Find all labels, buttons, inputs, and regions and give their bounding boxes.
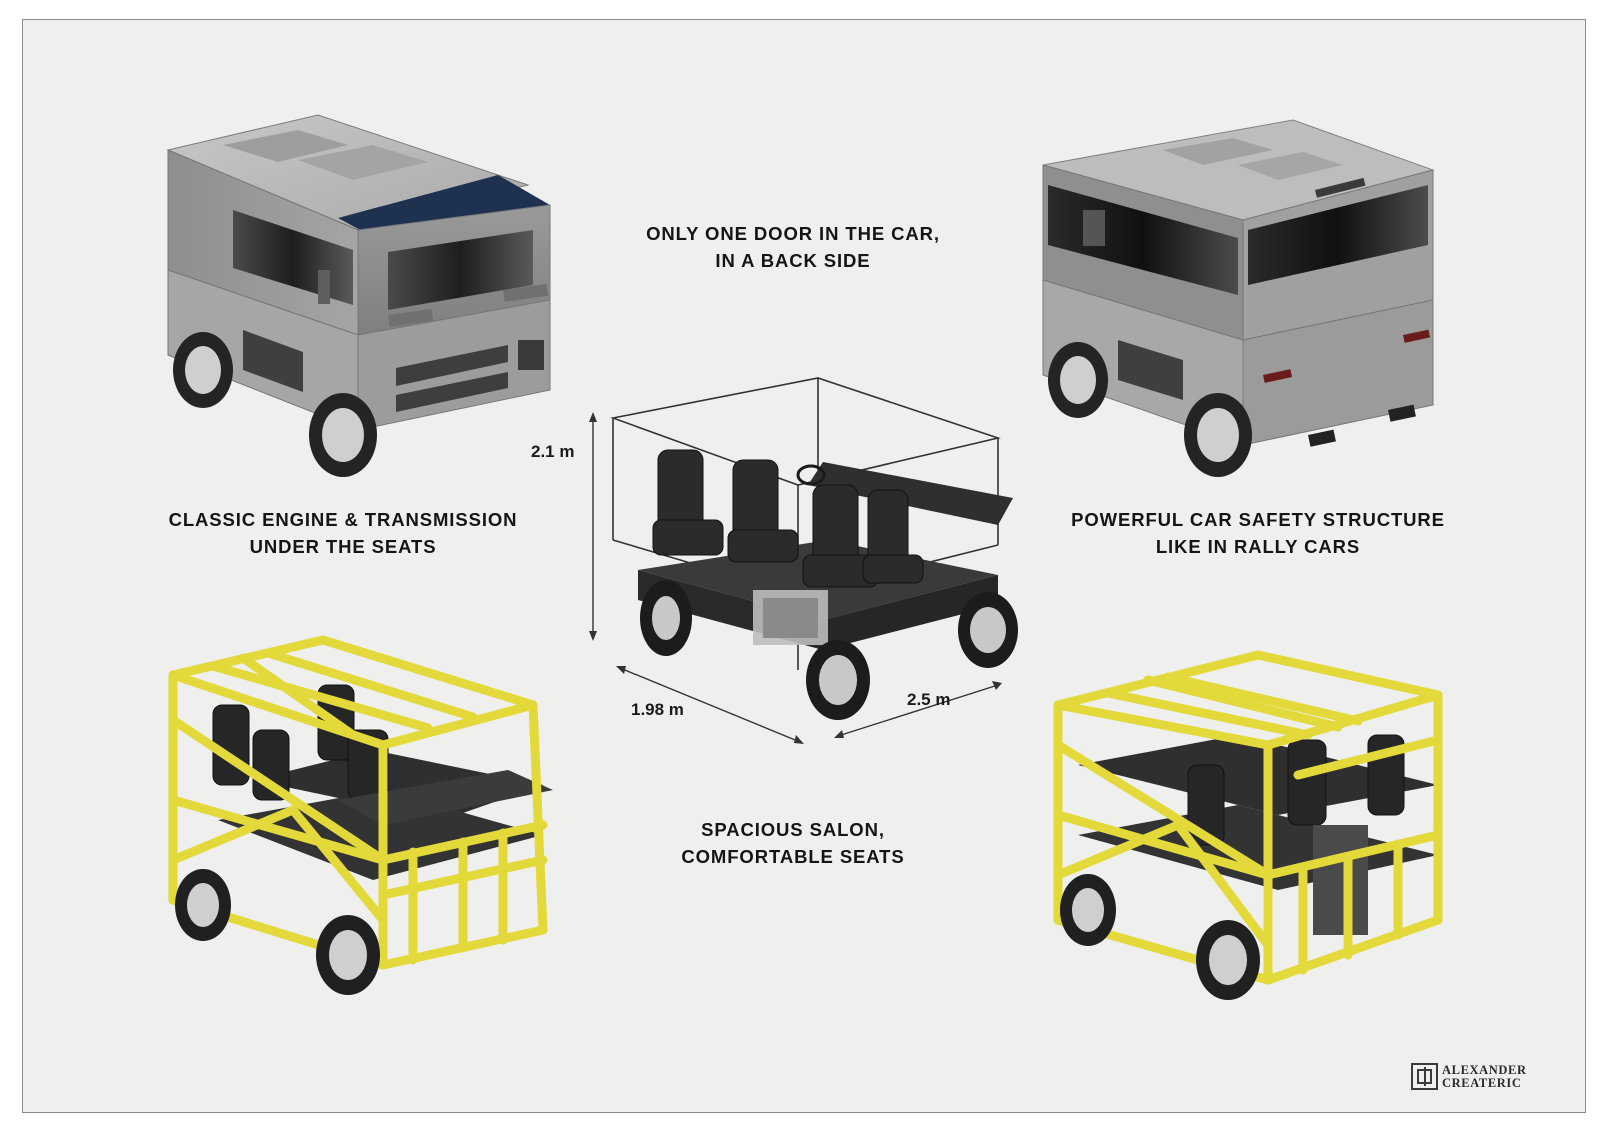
brand-monogram-icon [1411,1063,1438,1090]
vehicle-rear-exterior-render [1042,119,1435,477]
caption-door: ONLY ONE DOOR IN THE CAR, IN A BACK SIDE [583,220,1003,274]
brand-name-line-1: ALEXANDER [1442,1062,1527,1077]
brand-name: ALEXANDER CREATERIC [1442,1062,1527,1090]
sheet: ONLY ONE DOOR IN THE CAR, IN A BACK SIDE… [22,19,1586,1113]
caption-door-line-2: IN A BACK SIDE [715,250,871,271]
caption-engine: CLASSIC ENGINE & TRANSMISSION UNDER THE … [143,506,543,560]
caption-safety-line-1: POWERFUL CAR SAFETY STRUCTURE [1071,509,1445,530]
caption-safety: POWERFUL CAR SAFETY STRUCTURE LIKE IN RA… [1053,506,1463,560]
brand-name-line-2: CREATERIC [1442,1075,1522,1090]
brand-logo: ALEXANDER CREATERIC [1411,1063,1527,1090]
safety-frame-rear-render [1053,650,1443,1000]
caption-engine-line-2: UNDER THE SEATS [249,536,437,557]
vehicle-front-exterior-render [166,114,551,477]
dimension-height-label: 2.1 m [531,442,575,461]
caption-safety-line-2: LIKE IN RALLY CARS [1155,536,1361,557]
caption-salon: SPACIOUS SALON, COMFORTABLE SEATS [623,816,963,870]
caption-salon-line-1: SPACIOUS SALON, [701,819,885,840]
caption-door-line-1: ONLY ONE DOOR IN THE CAR, [646,223,940,244]
dimension-width-label: 1.98 m [631,700,684,719]
dimension-length-label: 2.5 m [907,690,951,709]
caption-salon-line-2: COMFORTABLE SEATS [681,846,905,867]
chassis-interior-dimension-render [589,377,1018,744]
safety-frame-front-render [168,635,553,995]
caption-engine-line-1: CLASSIC ENGINE & TRANSMISSION [168,509,518,530]
